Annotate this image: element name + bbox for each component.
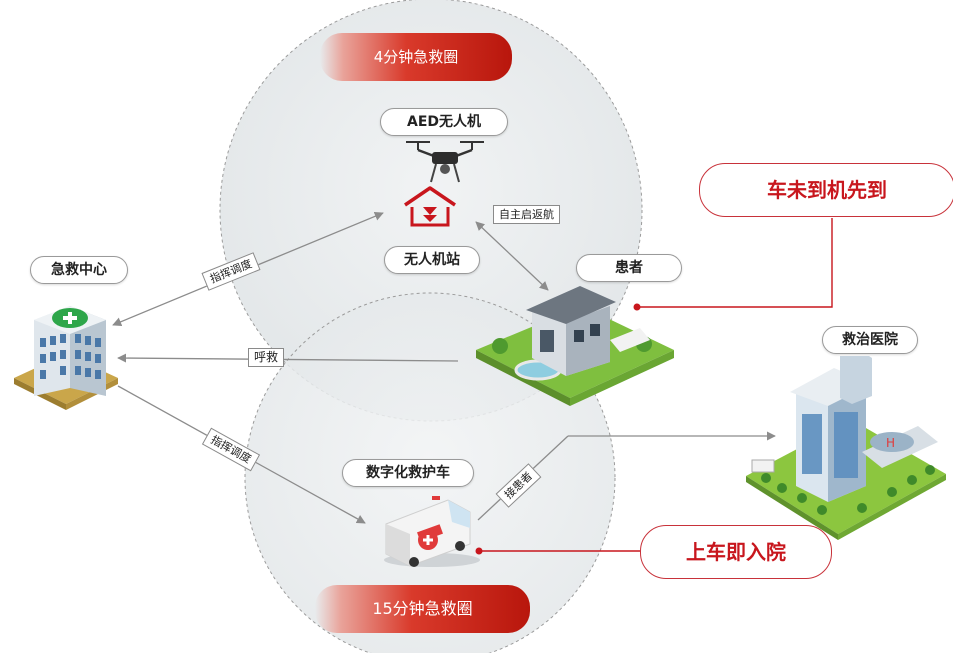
call-tag: 呼救 <box>248 348 285 367</box>
drone-icon <box>406 141 484 183</box>
drone-station-icon <box>404 186 456 227</box>
arrow-drone-patient <box>475 221 549 291</box>
four-minute-title: 4分钟急救圈 <box>320 33 512 81</box>
drone-label: AED无人机 <box>380 108 508 136</box>
callout-leader-top <box>638 218 833 308</box>
callout-dot-bottom <box>475 547 483 555</box>
ambulance-icon <box>384 496 480 567</box>
fifteen-minute-title: 15分钟急救圈 <box>315 585 530 633</box>
callout-dot-top <box>633 303 641 311</box>
patient-label: 患者 <box>576 254 682 282</box>
patient-house <box>476 286 674 406</box>
hospital-label: 救治医院 <box>822 326 918 354</box>
hospital-building: H <box>746 356 946 540</box>
svg-text:H: H <box>886 436 895 450</box>
ambulance-label: 数字化救护车 <box>342 459 474 487</box>
emergency-center-building <box>14 306 118 410</box>
arrow-call <box>117 353 459 363</box>
drone-station-label: 无人机站 <box>384 246 480 274</box>
callout-drone-first: 车未到机先到 <box>699 163 953 217</box>
emergency-center-label: 急救中心 <box>30 256 128 284</box>
callout-admit-on-board: 上车即入院 <box>640 525 832 579</box>
auto-return-tag: 自主启返航 <box>493 205 560 224</box>
